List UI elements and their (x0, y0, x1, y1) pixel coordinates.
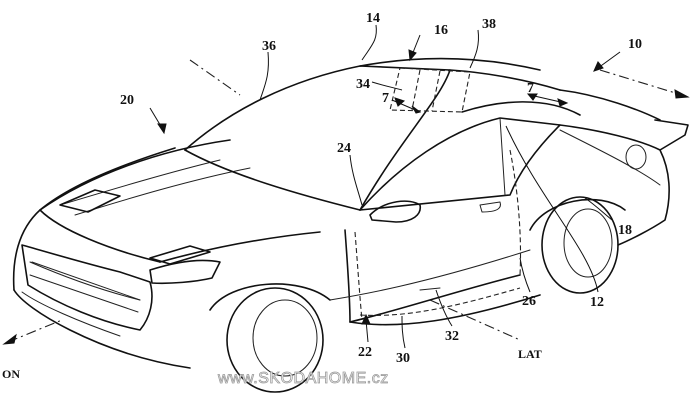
ref-12: 12 (590, 295, 604, 310)
ref-32: 32 (445, 329, 459, 344)
longitudinal-axis (2, 59, 690, 345)
ref-7-rear: 7 (527, 81, 534, 96)
longitudinal-axis-label: ON (2, 367, 20, 381)
lateral-axis (429, 299, 521, 341)
ref-34: 34 (356, 77, 370, 92)
ref-30: 30 (396, 351, 410, 366)
vehicle-body (12, 57, 689, 393)
ref-20: 20 (120, 93, 134, 108)
ref-38: 38 (482, 17, 496, 32)
airflow-arrows (391, 93, 569, 114)
ref-26: 26 (522, 294, 536, 309)
reference-numerals: 14 16 38 36 34 7 7 10 20 24 18 12 26 32 … (2, 11, 642, 381)
ref-14: 14 (366, 11, 380, 26)
ref-7-front: 7 (382, 91, 389, 106)
ref-22: 22 (358, 345, 372, 360)
ref-18: 18 (618, 223, 632, 238)
ref-36: 36 (262, 39, 276, 54)
lateral-axis-label: LAT (518, 347, 542, 361)
ref-24: 24 (337, 141, 351, 156)
ref-16: 16 (434, 23, 448, 38)
leader-lines (149, 24, 621, 349)
watermark: www.SKODAHOME.cz (217, 370, 389, 387)
ref-10: 10 (628, 37, 642, 52)
